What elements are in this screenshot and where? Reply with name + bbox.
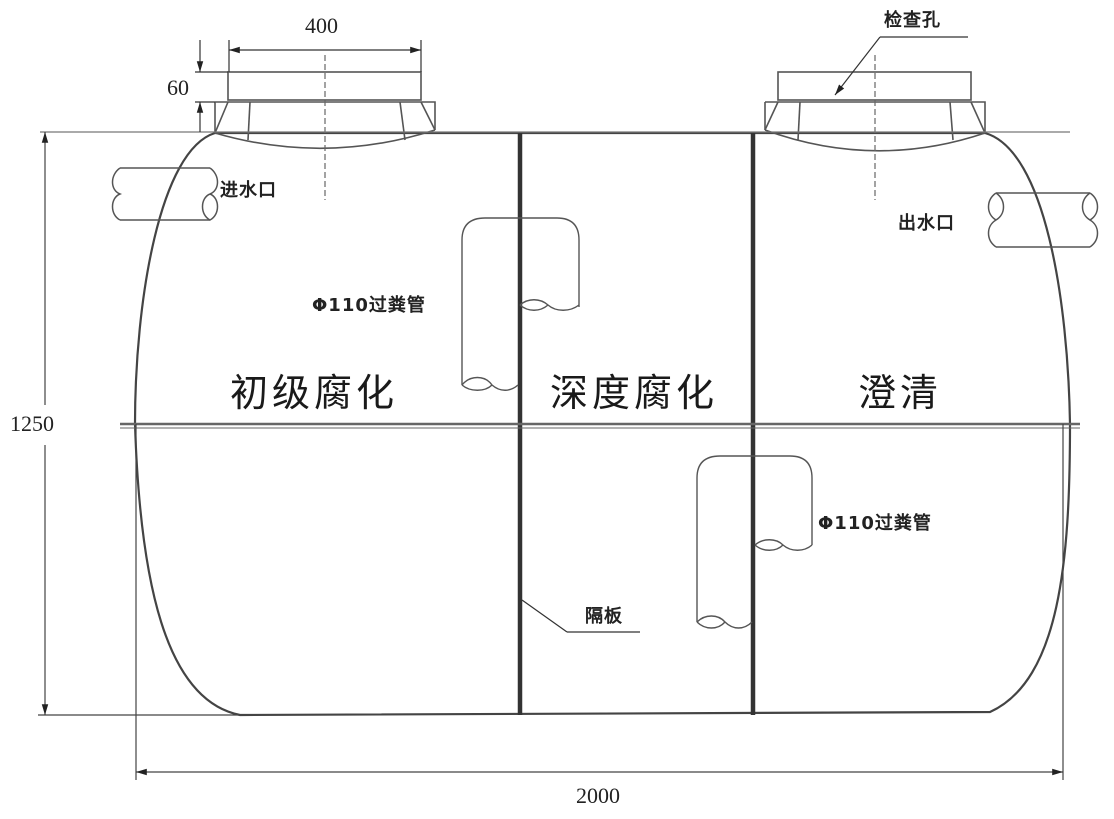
transfer-pipe-2-label: Φ110过粪管 bbox=[818, 513, 932, 534]
dimension-400-label: 400 bbox=[305, 13, 338, 38]
tank-body bbox=[133, 131, 1072, 717]
inlet-pipe bbox=[111, 167, 219, 221]
transfer-pipe-1-label: Φ110过粪管 bbox=[312, 295, 426, 316]
leader-partition bbox=[521, 599, 640, 633]
chamber-deep-label: 深度腐化 bbox=[550, 371, 719, 415]
dimension-2000-label: 2000 bbox=[576, 783, 620, 808]
leader-inspection-hole bbox=[834, 36, 968, 96]
dimension-60 bbox=[195, 40, 228, 132]
chamber-primary-label: 初级腐化 bbox=[230, 371, 399, 415]
dimension-60-label: 60 bbox=[167, 75, 189, 100]
dimension-2000 bbox=[135, 424, 1064, 780]
inspection-hole-label: 检查孔 bbox=[884, 10, 941, 31]
outlet-label: 出水口 bbox=[898, 213, 955, 234]
dimension-1250-label: 1250 bbox=[10, 411, 54, 436]
chamber-clarify-label: 澄清 bbox=[858, 371, 943, 415]
transfer-pipe-1 bbox=[461, 217, 580, 391]
partition-label: 隔板 bbox=[585, 606, 623, 627]
dimension-1250 bbox=[38, 132, 240, 716]
dimension-400 bbox=[228, 40, 422, 72]
inlet-label: 进水口 bbox=[220, 180, 277, 201]
outlet-pipe bbox=[987, 192, 1099, 248]
mid-flange bbox=[120, 422, 1080, 429]
transfer-pipe-2 bbox=[696, 455, 813, 629]
